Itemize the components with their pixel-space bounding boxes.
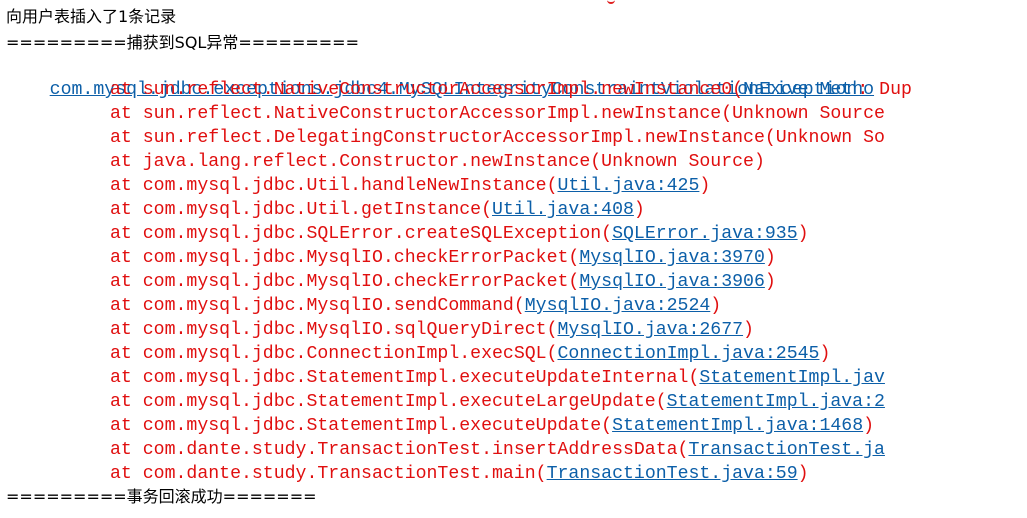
- insert-message-line: 向用户表插入了1条记录: [6, 7, 177, 26]
- stack-frame-at: at: [110, 296, 143, 316]
- stack-frame-method: com.dante.study.TransactionTest.insertAd…: [142, 440, 689, 460]
- stack-frame: at java.lang.reflect.Constructor.newInst…: [110, 150, 765, 174]
- stack-frame-source-link[interactable]: SQLError.java:935: [612, 224, 798, 244]
- stack-frame-method: com.mysql.jdbc.MysqlIO.checkErrorPacket(: [142, 272, 580, 292]
- stack-frame: at com.mysql.jdbc.MysqlIO.checkErrorPack…: [110, 246, 776, 270]
- stack-frame-method: sun.reflect.NativeConstructorAccessorImp…: [142, 104, 733, 124]
- stack-frame-close-paren: ): [797, 464, 809, 484]
- stack-frame-close-paren: ): [633, 200, 645, 220]
- stack-frame-close-paren: ): [743, 320, 754, 340]
- stack-frame-source-link[interactable]: TransactionTest.java:59: [546, 464, 798, 484]
- stack-frame-at: at: [110, 224, 143, 244]
- stack-frame-method: sun.reflect.DelegatingConstructorAccesso…: [142, 128, 776, 148]
- stack-frame-source-link[interactable]: MysqlIO.java:2677: [557, 320, 744, 340]
- stack-frame-method: com.mysql.jdbc.ConnectionImpl.execSQL(: [142, 344, 558, 364]
- stack-frame-at: at: [110, 440, 143, 460]
- stack-frame-source-link[interactable]: StatementImpl.java:2: [666, 392, 885, 412]
- stack-frame-method: com.mysql.jdbc.StatementImpl.executeLarg…: [142, 392, 667, 412]
- stack-frame: at sun.reflect.NativeConstructorAccessor…: [110, 102, 885, 126]
- stack-frame-source-link[interactable]: TransactionTest.ja: [688, 440, 885, 460]
- stack-frame-method: com.mysql.jdbc.SQLError.createSQLExcepti…: [142, 224, 613, 244]
- stack-frame-at: at: [110, 80, 143, 100]
- stack-frame-at: at: [110, 272, 143, 292]
- stack-frame-source-link[interactable]: StatementImpl.java:1468: [612, 416, 864, 436]
- stack-frame: at com.dante.study.TransactionTest.main(…: [110, 462, 809, 486]
- stack-frame-source-link[interactable]: Util.java:408: [492, 200, 634, 220]
- stack-frame: at com.mysql.jdbc.StatementImpl.executeU…: [110, 414, 874, 438]
- stack-frame-at: at: [110, 152, 143, 172]
- stack-frame-close-paren: ): [819, 344, 831, 364]
- stack-frame-source-link[interactable]: MysqlIO.java:3970: [579, 248, 765, 268]
- stack-frame-close-paren: ): [753, 152, 765, 172]
- stack-frame-at: at: [110, 104, 143, 124]
- exception-class-link[interactable]: com.mysql.jdbc.exceptions.jdbc4.MySQLInt…: [49, 80, 858, 100]
- stack-frame-source: Unknown So: [775, 128, 885, 148]
- stack-frame-method: com.mysql.jdbc.Util.getInstance(: [142, 200, 493, 220]
- stack-frame: at com.mysql.jdbc.Util.handleNewInstance…: [110, 174, 710, 198]
- stack-frame: at com.mysql.jdbc.MysqlIO.checkErrorPack…: [110, 270, 776, 294]
- stack-frame: at com.mysql.jdbc.Util.getInstance(Util.…: [110, 198, 645, 222]
- stack-frame-at: at: [110, 344, 143, 364]
- stack-frame-at: at: [110, 416, 143, 436]
- stack-frame-source-link[interactable]: MysqlIO.java:2524: [524, 296, 711, 316]
- stack-frame-source: Unknown Source: [601, 152, 754, 172]
- stack-frame: at sun.reflect.DelegatingConstructorAcce…: [110, 126, 885, 150]
- exception-line: com.mysql.jdbc.exceptions.jdbc4.MySQLInt…: [6, 54, 912, 100]
- stack-frame-close-paren: ): [764, 248, 776, 268]
- stack-frame-method: com.mysql.jdbc.StatementImpl.executeUpda…: [142, 368, 700, 388]
- stack-frame-at: at: [110, 320, 143, 340]
- stack-frame-close-paren: ): [863, 416, 875, 436]
- stack-frame-close-paren: ): [710, 296, 722, 316]
- top-partial-glyph: [607, 0, 615, 4]
- stack-frame-at: at: [110, 176, 143, 196]
- stack-frame-at: at: [110, 128, 143, 148]
- stack-frame-source-link[interactable]: StatementImpl.jav: [699, 368, 885, 388]
- stack-frame: at com.mysql.jdbc.ConnectionImpl.execSQL…: [110, 342, 830, 366]
- stack-frame-method: com.mysql.jdbc.Util.handleNewInstance(: [142, 176, 558, 196]
- stack-frame-source-link[interactable]: Native Metho: [743, 80, 875, 100]
- stack-frame-close-paren: ): [699, 176, 711, 196]
- stack-frame: at com.mysql.jdbc.MysqlIO.sendCommand(My…: [110, 294, 721, 318]
- stack-frame-method: com.mysql.jdbc.MysqlIO.sqlQueryDirect(: [142, 320, 558, 340]
- stack-frame-at: at: [110, 464, 143, 484]
- stack-frame-method: sun.reflect.NativeConstructorAccessorImp…: [142, 80, 744, 100]
- stack-frame-method: com.mysql.jdbc.MysqlIO.sendCommand(: [142, 296, 525, 316]
- stack-frame: at com.mysql.jdbc.MysqlIO.sqlQueryDirect…: [110, 318, 754, 342]
- rollback-message-line: =========事务回滚成功=======: [6, 487, 317, 506]
- stack-frame: at com.mysql.jdbc.StatementImpl.executeL…: [110, 390, 885, 414]
- stack-frame-source-link[interactable]: Util.java:425: [557, 176, 700, 196]
- stack-frame-method: java.lang.reflect.Constructor.newInstanc…: [142, 152, 602, 172]
- stack-frame-source: Unknown Source: [732, 104, 885, 124]
- stack-frame-at: at: [110, 392, 143, 412]
- stack-frame: at com.mysql.jdbc.SQLError.createSQLExce…: [110, 222, 809, 246]
- stack-frame: at sun.reflect.NativeConstructorAccessor…: [110, 78, 874, 102]
- stack-frame-source-link[interactable]: MysqlIO.java:3906: [579, 272, 765, 292]
- exception-message: : Dup: [857, 80, 912, 100]
- stack-frame-close-paren: ): [797, 224, 809, 244]
- stack-frame-at: at: [110, 200, 143, 220]
- stack-frame-method: com.mysql.jdbc.StatementImpl.executeUpda…: [142, 416, 613, 436]
- stack-frame: at com.dante.study.TransactionTest.inser…: [110, 438, 885, 462]
- stack-frame-source-link[interactable]: ConnectionImpl.java:2545: [557, 344, 820, 364]
- stack-frame-method: com.mysql.jdbc.MysqlIO.checkErrorPacket(: [142, 248, 580, 268]
- stack-frame-at: at: [110, 248, 143, 268]
- stack-frame-method: com.dante.study.TransactionTest.main(: [142, 464, 547, 484]
- caught-exception-header: =========捕获到SQL异常=========: [6, 33, 359, 52]
- stack-frame: at com.mysql.jdbc.StatementImpl.executeU…: [110, 366, 885, 390]
- stack-frame-close-paren: ): [764, 272, 776, 292]
- stack-frame-at: at: [110, 368, 143, 388]
